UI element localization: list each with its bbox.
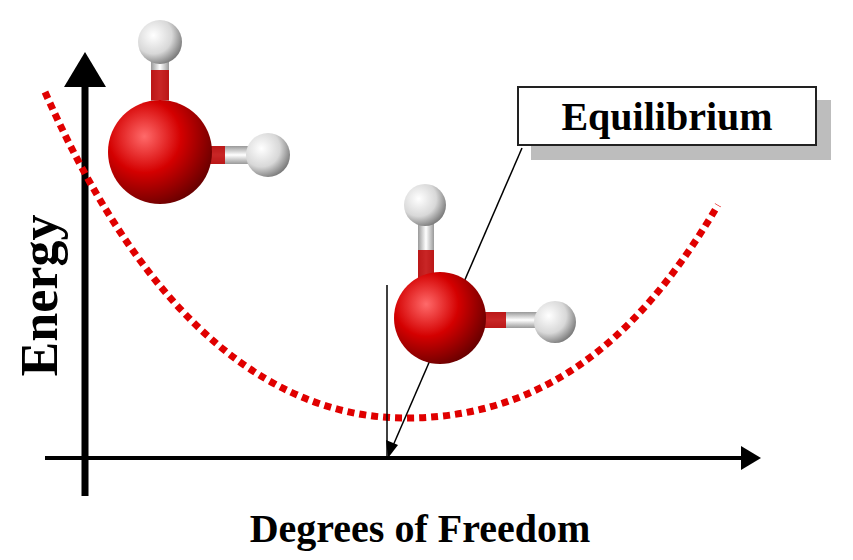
leader-line xyxy=(392,148,522,448)
energy-axis xyxy=(82,80,89,496)
axis-label: Degrees of Freedom xyxy=(250,505,591,552)
axis-label: Energy xyxy=(11,214,70,376)
callout-text: Equilibrium xyxy=(561,93,772,140)
callout-box: Equilibrium xyxy=(517,86,817,146)
dof-axis xyxy=(45,456,745,460)
leader-head xyxy=(386,440,398,458)
water-molecule-distorted xyxy=(108,20,290,204)
equilibrium-line xyxy=(386,285,388,458)
water-molecule-equilibrium xyxy=(394,184,576,364)
